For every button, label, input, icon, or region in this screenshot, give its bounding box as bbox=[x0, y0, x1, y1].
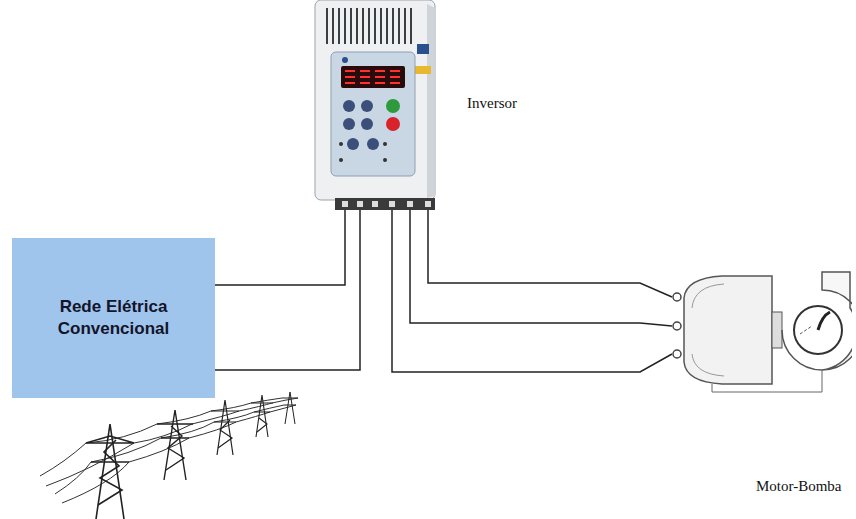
rotation-arrow bbox=[800, 326, 812, 334]
inverter-side bbox=[427, 4, 435, 198]
tower-5 bbox=[282, 392, 298, 424]
tower-1 bbox=[86, 424, 134, 519]
keypad bbox=[339, 99, 400, 162]
pump-base bbox=[712, 370, 822, 392]
impeller bbox=[794, 306, 842, 354]
tower-3 bbox=[211, 400, 239, 455]
motor-shading bbox=[692, 284, 724, 376]
terminal-strip bbox=[335, 198, 435, 210]
inverter-illustration bbox=[305, 0, 445, 210]
power-grid-box: Rede Elétrica Convencional bbox=[12, 238, 215, 398]
box-label: Rede Elétrica Convencional bbox=[12, 296, 215, 340]
motor-terminals bbox=[673, 293, 681, 358]
terminals bbox=[342, 201, 431, 207]
frequency-inverter: Inversor bbox=[305, 0, 445, 210]
component-label: Inversor bbox=[467, 95, 517, 112]
component-label: Motor-Bomba bbox=[756, 478, 842, 495]
tower-4 bbox=[251, 395, 273, 437]
model-badge bbox=[415, 66, 431, 74]
power-wire bbox=[410, 210, 672, 326]
inverter-vents bbox=[327, 8, 411, 44]
display bbox=[341, 66, 405, 88]
panel-logo bbox=[342, 57, 348, 63]
motor-pump-illustration bbox=[672, 268, 852, 408]
motor-body bbox=[684, 276, 772, 384]
power-wire bbox=[215, 210, 345, 285]
front-panel bbox=[331, 52, 415, 176]
motor-pump: Motor-Bomba bbox=[672, 268, 852, 408]
inverter-body bbox=[315, 0, 435, 200]
pump-volute bbox=[782, 272, 852, 370]
brand-badge bbox=[417, 44, 429, 54]
power-wire bbox=[215, 210, 360, 370]
display-segments bbox=[345, 70, 400, 84]
tower-2 bbox=[157, 410, 193, 480]
impeller-vane bbox=[818, 312, 830, 330]
power-wire bbox=[392, 210, 672, 372]
coupling bbox=[772, 312, 782, 348]
power-wire bbox=[428, 210, 672, 297]
